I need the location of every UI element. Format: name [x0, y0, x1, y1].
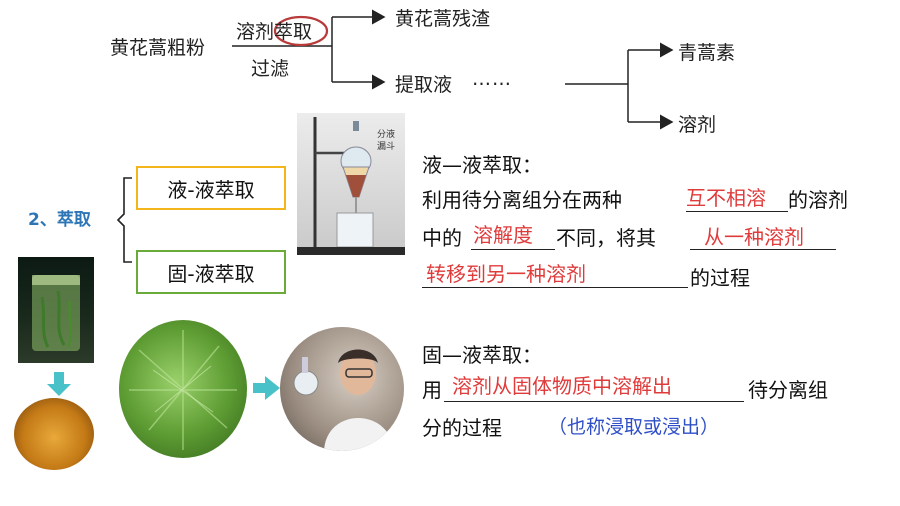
ll-blank2-answer: 溶解度: [473, 223, 533, 247]
flow-extract: 提取液: [395, 74, 453, 96]
ll-blank4-line: [422, 287, 688, 288]
flow-source: 黄花蒿粗粉: [110, 37, 206, 59]
type-box-liquid-liquid: 液-液萃取: [136, 166, 286, 210]
sl-line1-post: 待分离组: [748, 378, 828, 402]
ll-blank2-line: [471, 249, 555, 250]
funnel-label-line2: 漏斗: [377, 142, 396, 152]
ll-blank1-answer: 互不相溶: [686, 186, 766, 210]
flow-step-top: 溶剂萃取: [236, 21, 313, 43]
separatory-funnel-photo: 分液 漏斗: [297, 113, 405, 255]
flow-step-bottom: 过滤: [251, 58, 290, 80]
brewed-tea-cup-photo: [14, 398, 94, 470]
sl-title: 固—液萃取：: [422, 343, 542, 367]
ll-line3-post: 的过程: [690, 266, 750, 290]
sl-note: （也称浸取或浸出）: [548, 416, 720, 438]
flow-solvent: 溶剂: [678, 114, 717, 136]
flow-ellipsis: ……: [472, 68, 512, 90]
type-box-solid-liquid: 固-液萃取: [136, 250, 286, 294]
type-label-solid-liquid: 固-液萃取: [167, 261, 255, 286]
sl-blank1-line: [444, 401, 744, 402]
sl-blank1-answer: 溶剂从固体物质中溶解出: [452, 374, 672, 398]
ll-title: 液—液萃取：: [422, 153, 542, 177]
type-label-liquid-liquid: 液-液萃取: [167, 177, 255, 202]
down-arrow-icon: [47, 372, 71, 396]
ll-blank3-answer: 从一种溶剂: [704, 225, 804, 249]
highlight-circle: [273, 15, 329, 47]
ll-blank4-answer: 转移到另一种溶剂: [426, 262, 586, 286]
artemisia-herb-photo: [119, 320, 247, 458]
scientist-photo: [280, 327, 404, 451]
sl-line2: 分的过程: [422, 416, 502, 440]
flow-residue: 黄花蒿残渣: [395, 8, 491, 30]
ll-line2-mid: 不同，将其: [556, 226, 656, 250]
green-tea-glass-photo: [18, 257, 94, 363]
funnel-label-line1: 分液: [377, 130, 396, 140]
type-brace: [116, 177, 132, 263]
sl-line1-pre: 用: [422, 378, 442, 402]
ll-blank3-line: [690, 249, 836, 250]
right-arrow-icon: [253, 376, 280, 400]
ll-blank1-line: [686, 211, 788, 212]
flow-product: 青蒿素: [678, 42, 736, 64]
ll-line1-pre: 利用待分离组分在两种: [422, 188, 622, 212]
ll-line1-post: 的溶剂: [788, 188, 848, 212]
ll-line2-pre: 中的: [422, 226, 462, 250]
section-heading: 2、萃取: [28, 210, 91, 230]
